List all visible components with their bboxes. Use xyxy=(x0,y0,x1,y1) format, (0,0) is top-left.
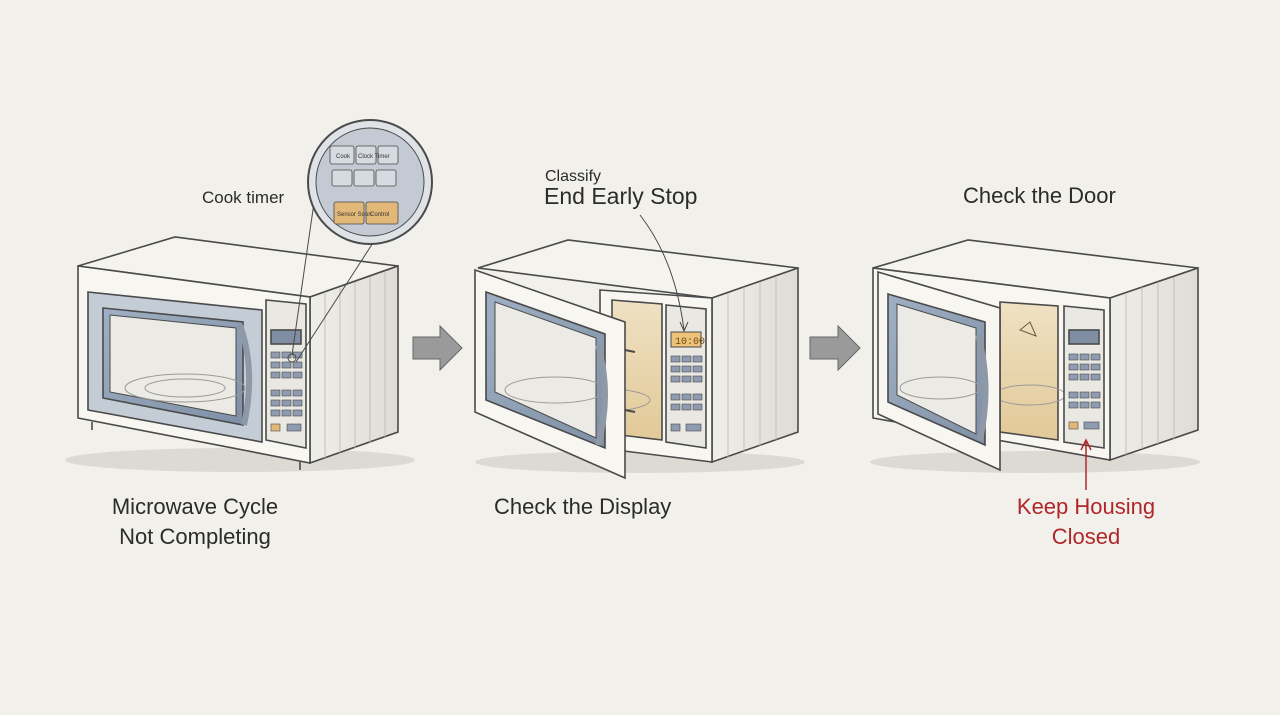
zoom-panel-labels: Cook Clock Timer Sensor Soon Control xyxy=(336,154,390,218)
arrow-right-icon xyxy=(412,324,463,372)
classify-pointer xyxy=(639,214,685,331)
display-reading: 10:00 xyxy=(675,337,705,348)
step-1-title: Microwave Cycle Not Completing xyxy=(90,492,300,552)
housing-warning-label: Keep Housing Closed xyxy=(996,492,1176,552)
zoom-btn-clock: Clock Timer xyxy=(358,154,390,160)
microwave-closed-icon xyxy=(65,236,415,472)
zoom-btn-sensor: Sensor Soon xyxy=(337,212,372,218)
zoom-btn-cook: Cook xyxy=(336,154,351,160)
zoom-btn-control: Control xyxy=(370,212,389,218)
classify-main-label: End Early Stop xyxy=(544,183,698,209)
step-2-title: Check the Display xyxy=(494,494,672,519)
step-1-title-line1: Microwave Cycle xyxy=(111,494,279,519)
microwave-door-ajar-icon xyxy=(870,239,1200,473)
step-1-title-line2: Not Completing xyxy=(119,524,271,549)
cook-timer-label: Cook timer xyxy=(202,188,285,207)
arrow-right-icon xyxy=(809,324,861,372)
housing-warning-pointer xyxy=(1080,438,1092,490)
classify-small-label: Classify xyxy=(545,168,602,185)
housing-warning-line1: Keep Housing xyxy=(1016,494,1156,519)
housing-warning-line2: Closed xyxy=(1051,524,1121,549)
magnifier-callout-icon xyxy=(287,119,433,363)
microwave-open-icon xyxy=(474,239,805,480)
step-3-title: Check the Door xyxy=(963,183,1116,208)
